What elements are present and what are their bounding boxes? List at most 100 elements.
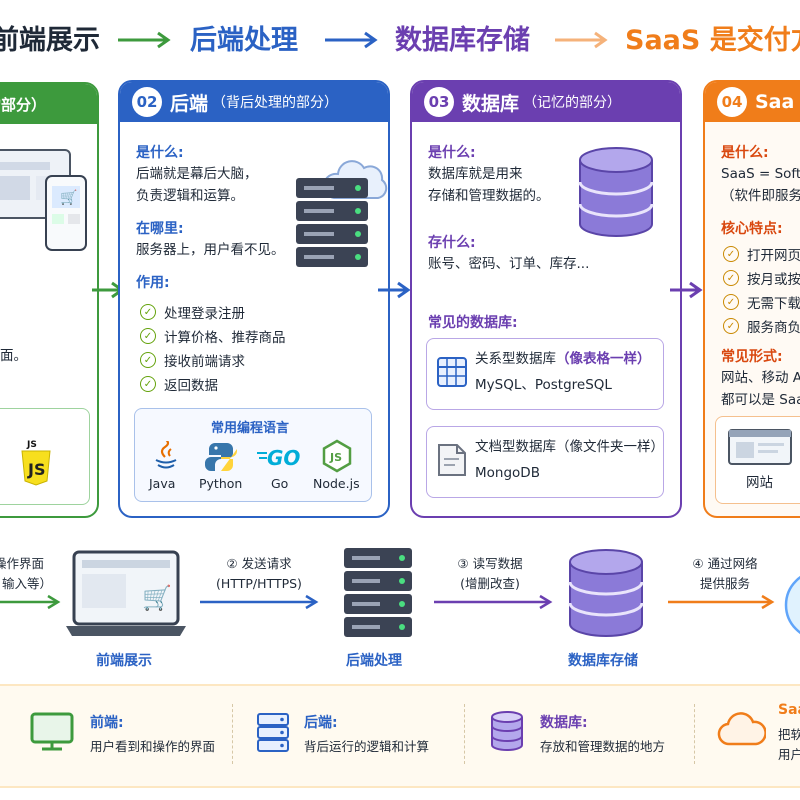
card-frontend: 的部分） 🛒 面。 JS JS	[0, 82, 99, 518]
cloud-server-illustration	[296, 160, 388, 267]
legend-saas-title: Saa	[778, 702, 800, 718]
db-document-examples: MongoDB	[475, 465, 540, 481]
legend-frontend-title: 前端:	[90, 715, 124, 731]
database-icon	[491, 711, 523, 751]
title-step-frontend: 前端展示	[0, 25, 100, 56]
legend-saas-desc: 把软	[778, 727, 800, 742]
flow-laptop-icon: 🛒	[66, 550, 186, 636]
svg-text:JS: JS	[27, 460, 45, 479]
db-relational-examples: MySQL、PostgreSQL	[475, 377, 612, 393]
python-icon	[205, 443, 237, 471]
card-backend-lang-box: 常用编程语言 Java Python GO Go JS Node.js	[134, 408, 372, 502]
card-database: 03 数据库 （记忆的部分） 是什么: 数据库就是用来 存储和管理数据的。 存什…	[410, 80, 682, 518]
flow-step2-label: ② 发送请求(HTTP/HTTPS)	[216, 556, 302, 591]
card-saas-site-label: 网站	[746, 475, 773, 491]
card-backend-title: 后端	[170, 92, 209, 115]
flow-cap-backend: 后端处理	[346, 653, 402, 669]
card-frontend-lang-box: JS JS	[0, 408, 90, 505]
lang-go-label: Go	[271, 476, 289, 491]
legend-panel	[0, 684, 800, 788]
go-icon: GO	[257, 446, 300, 470]
card-saas-title: Saa	[755, 91, 795, 113]
card-saas-what-label: 是什么:	[721, 145, 769, 161]
card-backend-lang-label: 常用编程语言	[211, 421, 290, 436]
legend-divider-1	[232, 704, 233, 764]
legend-saas-desc2: 用户	[778, 747, 800, 762]
card-saas: 04 Saa 是什么: SaaS = Softw （软件即服务 核心特点: ✓打…	[703, 80, 800, 518]
title-step-database: 数据库存储	[395, 25, 530, 56]
title-step-backend: 后端处理	[190, 25, 298, 56]
laptop-phone-illustration: 🛒	[0, 149, 87, 251]
card-backend-what-line1: 后端就是幕后大脑，	[136, 166, 258, 182]
server-icon	[257, 713, 289, 752]
flow-arrow-3	[434, 594, 553, 610]
card-database-common-label: 常见的数据库:	[428, 315, 518, 331]
card-database-what-line2: 存储和管理数据的。	[428, 188, 550, 204]
card-database-header: 03 数据库 （记忆的部分）	[412, 82, 680, 122]
card-backend-subtitle: （背后处理的部分）	[212, 95, 339, 111]
card-frontend-side-text: 面。	[0, 348, 27, 364]
card-backend-number: 02	[132, 87, 162, 117]
card-frontend-header: 的部分）	[0, 84, 97, 124]
flow-arrow-1	[0, 594, 61, 610]
card-saas-feature-2: ✓按月或按	[723, 268, 800, 288]
card-database-what-label: 是什么:	[428, 145, 476, 161]
svg-text:🛒: 🛒	[60, 189, 77, 206]
card-backend-role-2: ✓计算价格、推荐商品	[140, 326, 286, 346]
website-icon	[728, 429, 792, 465]
card-saas-features-label: 核心特点:	[721, 221, 783, 237]
lang-nodejs-label: Node.js	[313, 476, 360, 491]
legend-backend-desc: 背后运行的逻辑和计算	[304, 739, 430, 754]
flow-arrow-2	[200, 594, 319, 610]
legend-frontend-desc: 用户看到和操作的界面	[90, 739, 216, 754]
legend-database-title: 数据库:	[540, 715, 588, 731]
flow-step4-label: ④ 通过网络提供服务	[692, 556, 758, 591]
db-document-title: 文档型数据库（像文件夹一样）	[475, 439, 664, 455]
card-backend-what-label: 是什么:	[136, 145, 184, 161]
card-saas-number: 04	[717, 87, 747, 117]
card-database-title: 数据库	[462, 92, 520, 115]
card-saas-forms-box: 网站	[715, 416, 800, 504]
java-icon	[155, 441, 177, 469]
title-arrow-1	[118, 31, 171, 49]
card-backend-role-label: 作用:	[136, 275, 170, 291]
flow-cap-frontend: 前端展示	[96, 653, 152, 669]
card-saas-forms-label: 常见形式:	[721, 349, 783, 365]
card-database-number: 03	[424, 87, 454, 117]
flow-saas-cloud-icon	[784, 575, 800, 635]
card-backend-role-1: ✓处理登录注册	[140, 302, 245, 322]
flow-database-icon	[568, 549, 644, 637]
card-backend-where-text: 服务器上，用户看不见。	[136, 242, 285, 258]
flow-server-icon	[344, 548, 412, 637]
flow-step1-label: 操作界面输入等）	[0, 556, 53, 591]
card-frontend-header-text: 的部分）	[0, 95, 47, 114]
title-arrow-3	[555, 31, 608, 49]
cloud-icon	[717, 712, 766, 746]
flow-arrow-4	[668, 594, 775, 610]
lang-java-label: Java	[149, 476, 176, 491]
card-backend: 02 后端 （背后处理的部分） 是什么: 后端就是幕后大脑， 负责逻辑和运算。 …	[118, 80, 390, 518]
card-saas-what-line2: （软件即服务	[721, 188, 800, 204]
card-database-store-text: 账号、密码、订单、库存...	[428, 256, 590, 272]
nodejs-icon: JS	[322, 439, 352, 473]
svg-text:JS: JS	[329, 451, 342, 464]
server-rack	[296, 178, 368, 267]
card-backend-role-3: ✓接收前端请求	[140, 350, 245, 370]
card-database-store-label: 存什么:	[428, 235, 476, 251]
table-icon	[437, 357, 467, 387]
card-backend-what-line2: 负责逻辑和运算。	[136, 188, 244, 204]
card-saas-feature-4: ✓服务商负	[723, 316, 800, 336]
flow-cap-database: 数据库存储	[568, 653, 638, 669]
monitor-icon	[30, 712, 74, 751]
js-icon: JS JS	[21, 440, 51, 486]
js-icon-label: JS	[26, 440, 37, 450]
card-database-subtitle: （记忆的部分）	[523, 95, 622, 111]
database-cylinder-illustration	[578, 147, 654, 237]
title-step-saas: SaaS 是交付方	[625, 25, 800, 56]
card-saas-feature-3: ✓无需下载	[723, 292, 800, 312]
card-database-what-line1: 数据库就是用来	[428, 166, 523, 182]
card-backend-role-4: ✓返回数据	[140, 374, 218, 394]
legend-database-desc: 存放和管理数据的地方	[540, 739, 666, 754]
legend-divider-3	[694, 704, 695, 764]
card-arrow-2	[378, 281, 411, 299]
